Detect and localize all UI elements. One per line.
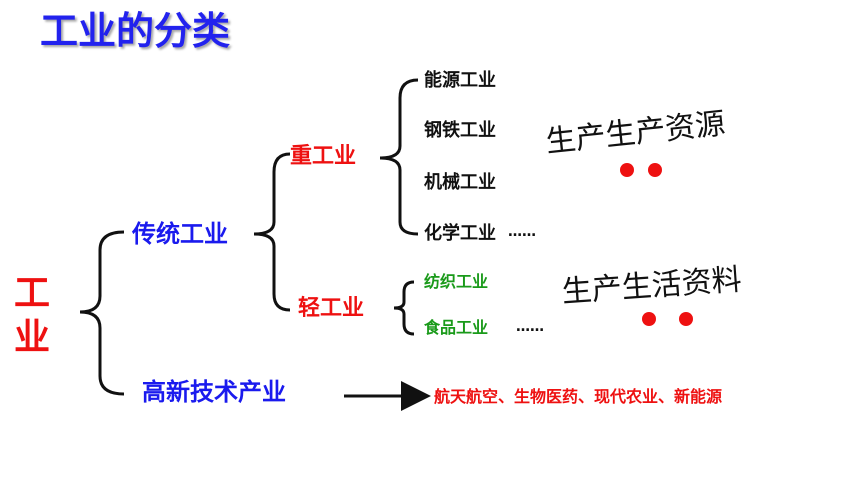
traditional-brace: [253, 152, 291, 312]
light-brace: [393, 280, 415, 336]
hitech-industry-node: 高新技术产业: [142, 378, 286, 406]
page-title: 工业的分类: [40, 9, 231, 53]
emphasis-dot: [642, 312, 656, 326]
light-item-textile: 纺织工业: [424, 272, 489, 291]
heavy-item-machinery: 机械工业: [424, 172, 496, 193]
light-items-ellipsis: ……: [516, 319, 544, 335]
heavy-item-chemical: 化学工业: [424, 223, 496, 244]
heavy-brace: [379, 78, 419, 236]
heavy-item-steel: 钢铁工业: [424, 120, 496, 141]
root-brace: [79, 230, 125, 396]
light-item-food: 食品工业: [424, 318, 489, 337]
heavy-item-energy: 能源工业: [424, 70, 496, 91]
heavy-items-ellipsis: ……: [508, 224, 536, 240]
root-node: 工业: [14, 273, 51, 358]
traditional-industry-node: 传统工业: [132, 220, 228, 248]
emphasis-dot: [620, 163, 634, 177]
light-industry-node: 轻工业: [298, 296, 365, 321]
heavy-industry-node: 重工业: [290, 144, 357, 169]
emphasis-dot: [648, 163, 662, 177]
hitech-examples: 航天航空、生物医药、现代农业、新能源: [434, 387, 723, 406]
emphasis-dot: [679, 312, 693, 326]
